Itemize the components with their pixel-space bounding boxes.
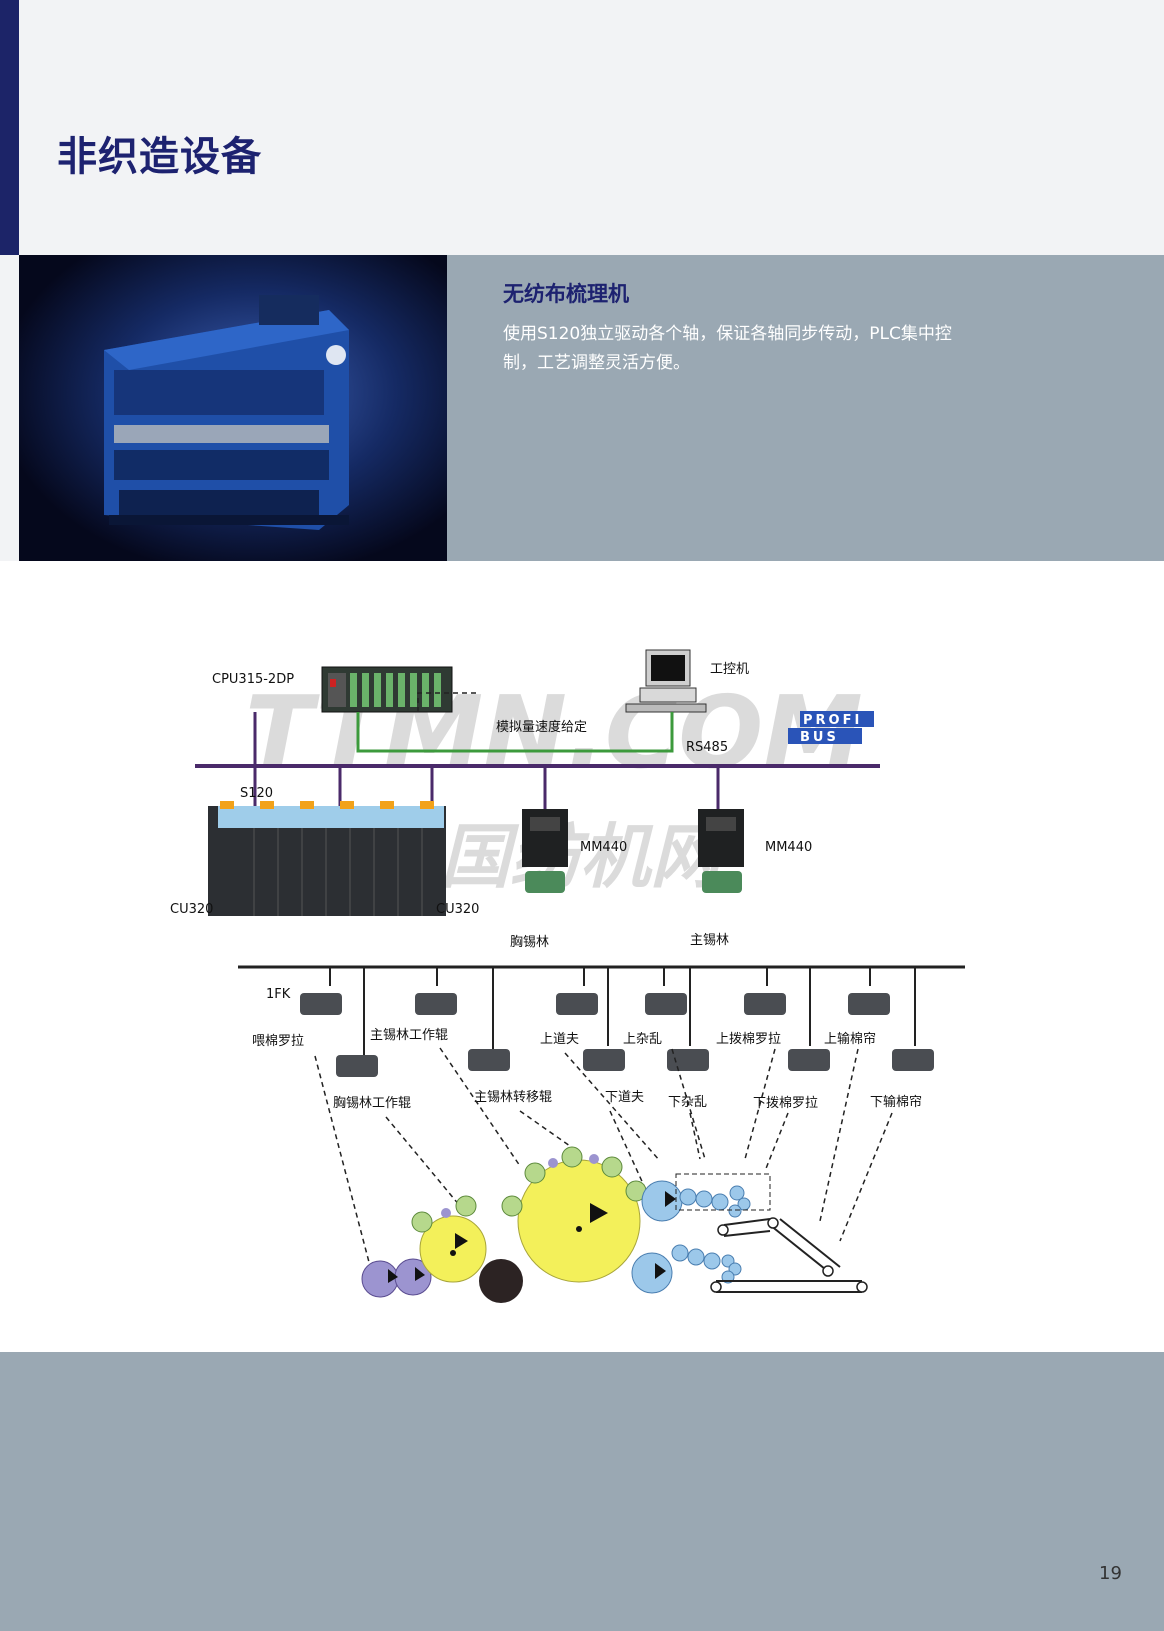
rotation-arrows [388,1191,676,1283]
main-cylinder-label: 主锡林 [690,933,729,948]
section-body: 使用S120独立驱动各个轴，保证各轴同步传动，PLC集中控制，工艺调整灵活方便。 [503,324,952,373]
cu320-right-label: CU320 [436,902,479,917]
profibus-logo: PROFI BUS [788,711,874,745]
analog-dashed-line [417,692,476,712]
machine-shape [104,295,349,530]
carding-machine-photo [19,255,447,561]
servo-label: 1FK [266,987,291,1002]
left-accent-stripe [0,0,19,255]
conveyor-belts [716,1218,862,1293]
section-title: 无纺布梳理机 [503,282,629,306]
page-number: 19 [1099,1563,1122,1584]
analog-label: 模拟量速度给定 [496,719,587,735]
mm440-left-drive [522,809,568,867]
plc-label: CPU315-2DP [212,672,294,687]
motor-label-lower-doffer: 下道夫 [605,1090,644,1105]
main-cylinder-motor-icon [702,871,742,893]
carding-rollers [361,1146,771,1303]
mm440-right-drive [698,809,744,867]
footer-band [0,1352,1164,1631]
motor-label-main-worker: 主锡林工作辊 [370,1028,448,1043]
system-diagram: TTMN.COM 中国纺机网 CPU315-2DP 工控机 模拟量速度给定 RS… [170,649,965,1303]
breast-cylinder-label: 胸锡林 [510,935,549,950]
motor-label-lower-stripper: 下拨棉罗拉 [753,1096,818,1111]
motor-label-upper-doffer: 上道夫 [540,1032,579,1047]
motor-label-main-transfer: 主锡林转移辊 [474,1090,552,1105]
servo-motors [300,993,934,1077]
motor-link-lines [314,1047,893,1267]
motor-label-feed-roller: 喂棉罗拉 [252,1034,304,1049]
cu320-left-label: CU320 [170,902,213,917]
mm440-right-label: MM440 [765,840,812,855]
motor-label-breast-worker: 胸锡林工作辊 [333,1096,411,1111]
motor-label-upper-condenser: 上杂乱 [623,1032,662,1047]
motor-label-upper-conveyor: 上输棉帘 [824,1031,876,1047]
rs485-line [356,712,674,753]
profibus-logo-top: PROFI [803,713,862,728]
industrial-pc-icon [625,649,707,713]
motor-label-lower-conveyor: 下输棉帘 [870,1094,922,1110]
s120-label: S120 [240,786,273,801]
conveyor-pulleys [710,1217,868,1293]
page-title: 非织造设备 [57,134,262,180]
motor-label-upper-stripper: 上拨棉罗拉 [716,1032,781,1047]
rs485-label: RS485 [686,740,728,755]
breast-cylinder-motor-icon [525,871,565,893]
mm440-left-label: MM440 [580,840,627,855]
servo-drops [329,967,916,1055]
profibus-logo-bottom: BUS [800,730,839,745]
s120-drive [208,801,446,916]
plc-rack [321,666,453,713]
pc-label: 工控机 [710,662,749,677]
